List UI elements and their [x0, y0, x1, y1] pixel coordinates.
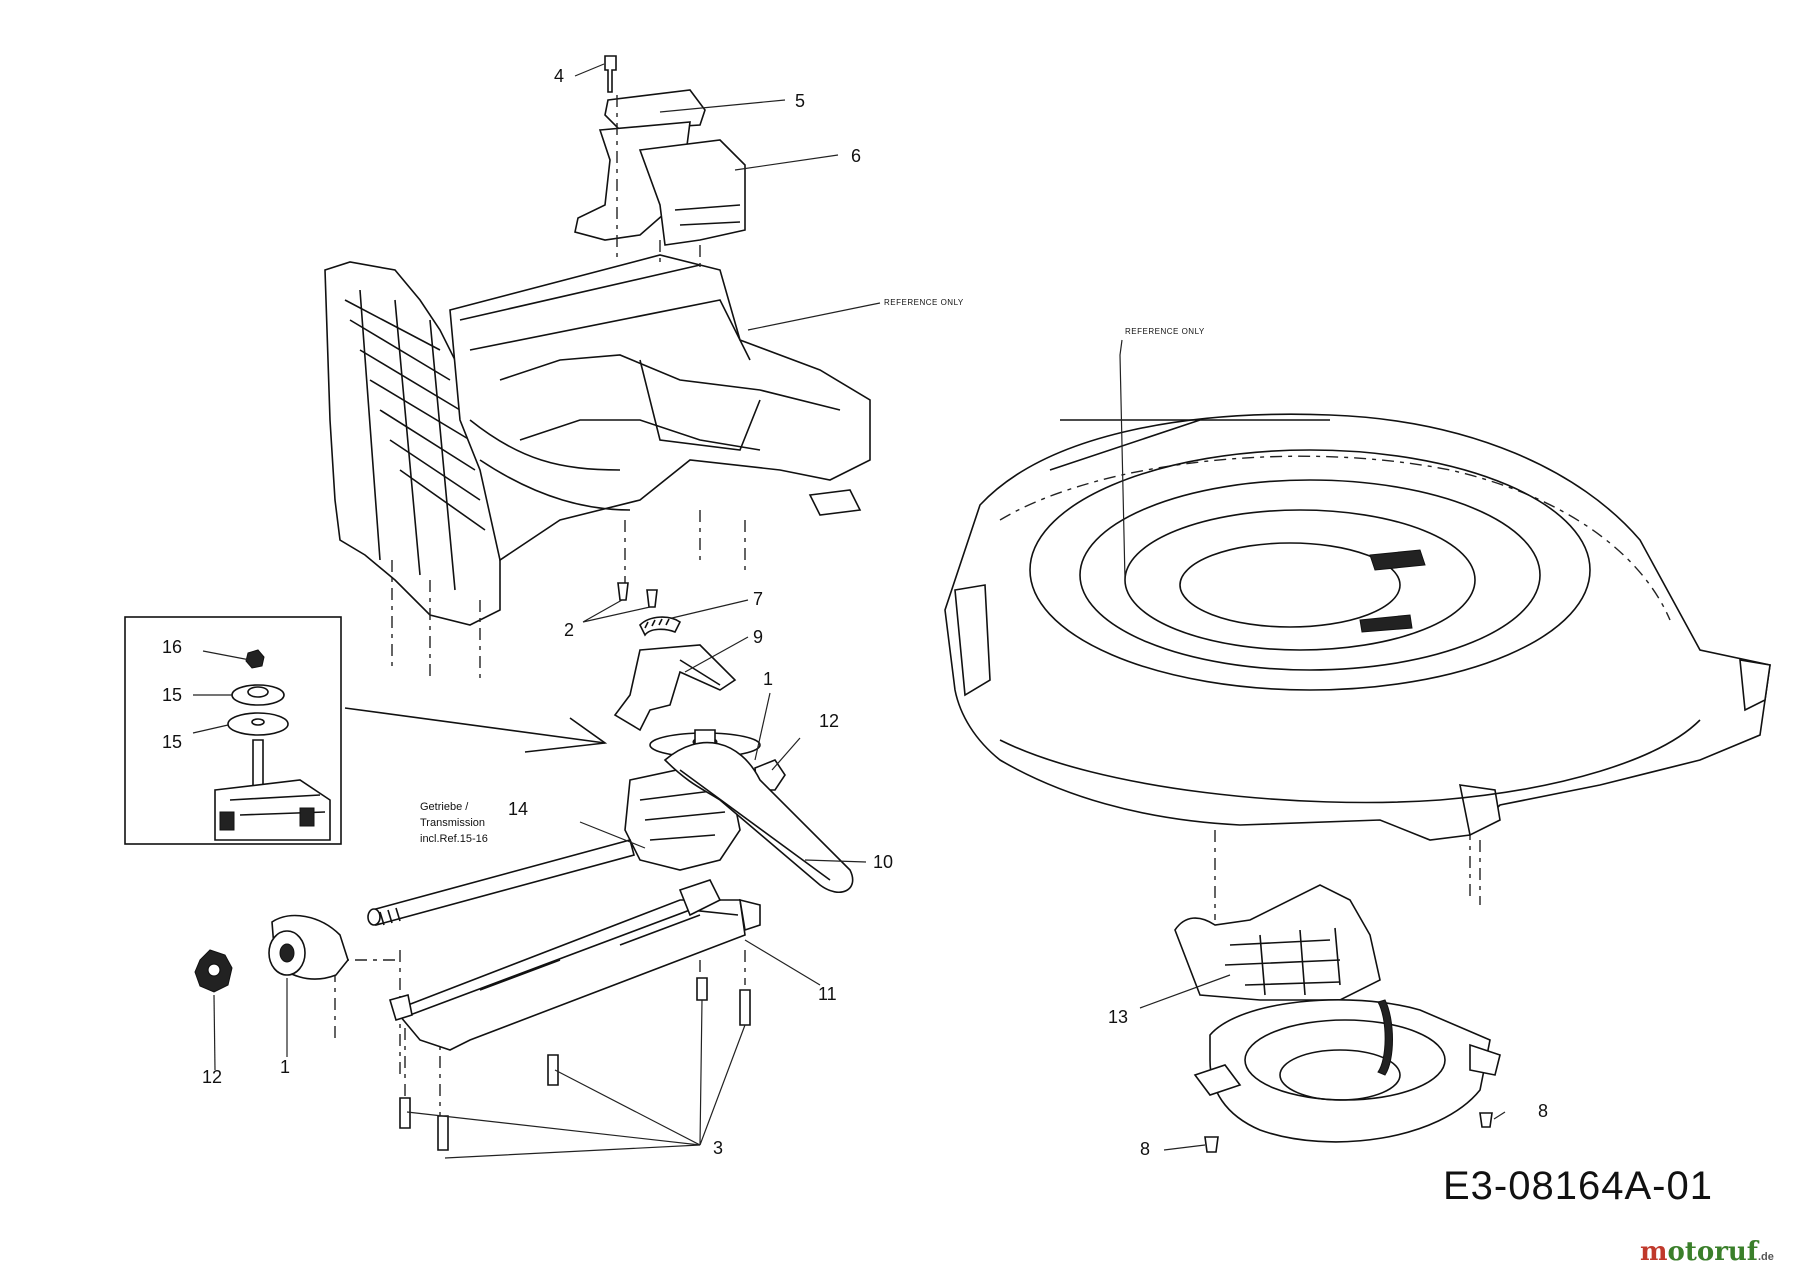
reference-only-note-housing: REFERENCE ONLY [884, 298, 964, 307]
mower-deck-drawing [944, 413, 1771, 905]
callout-4: 4 [554, 66, 565, 86]
inset-arrow [344, 707, 608, 753]
logo-rest: otoruf [1667, 1237, 1758, 1267]
reference-only-note-deck: REFERENCE ONLY [1125, 327, 1205, 336]
callout-12-upper: 12 [819, 711, 840, 731]
callout-5: 5 [795, 91, 806, 111]
logo-first-letter: m [1640, 1237, 1668, 1267]
callout-10: 10 [873, 852, 894, 872]
callout-7: 7 [753, 589, 764, 609]
deflector-drawing [1174, 884, 1501, 1153]
callout-8-left: 8 [1140, 1139, 1151, 1159]
motoruf-logo: motoruf.de [1640, 1237, 1774, 1267]
rear-housing-drawing [324, 254, 871, 626]
detail-inset [124, 616, 342, 845]
callout-1-lower: 1 [280, 1057, 291, 1077]
callout-2: 2 [564, 620, 575, 640]
transmission-note-line2: Transmission [420, 817, 485, 829]
transmission-note-line1: Getriebe / [420, 801, 469, 813]
callout-16: 16 [162, 637, 183, 657]
transmission-drawing [194, 582, 854, 1151]
drawing-code: E3-08164A-01 [1443, 1164, 1713, 1208]
callout-6: 6 [851, 146, 862, 166]
handle-bracket-parts [574, 55, 746, 270]
logo-tld: .de [1758, 1251, 1774, 1263]
callout-15-lower: 15 [162, 732, 183, 752]
transmission-note-line3: incl.Ref.15-16 [420, 833, 488, 845]
callout-13: 13 [1108, 1007, 1129, 1027]
callout-8-right: 8 [1538, 1101, 1549, 1121]
callout-12-lower: 12 [202, 1067, 223, 1087]
callout-9: 9 [753, 627, 764, 647]
callout-14: 14 [508, 799, 529, 819]
callout-1-upper: 1 [763, 669, 774, 689]
callout-11: 11 [818, 984, 837, 1004]
callout-15-upper: 15 [162, 685, 183, 705]
callout-3: 3 [713, 1138, 724, 1158]
leader-lines [192, 63, 1506, 1159]
